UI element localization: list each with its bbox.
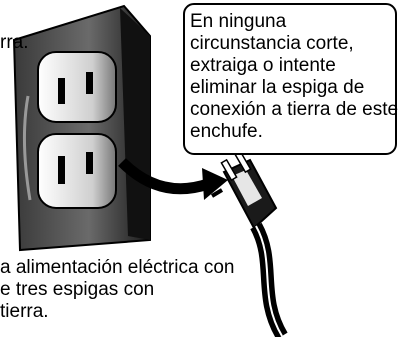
callout-line-1: En ninguna (190, 11, 287, 32)
bottom-caption-line-3: tierra. (0, 301, 49, 322)
three-prong-plug-icon (210, 150, 288, 337)
callout-line-2: circunstancia corte, (190, 33, 354, 54)
callout-line-6: enchufe. (190, 121, 263, 142)
callout-line-3: extraiga o intente (190, 55, 336, 76)
callout-line-4: eliminar la espiga de (190, 77, 365, 98)
bottom-caption: a alimentación eléctrica con e tres espi… (0, 257, 290, 323)
warning-callout-box (183, 3, 397, 155)
warning-callout-text: En ninguna circunstancia corte, extraiga… (190, 11, 400, 143)
bottom-caption-line-2: e tres espigas con (0, 279, 155, 300)
curved-arrow-icon (118, 158, 228, 200)
callout-line-5: conexión a tierra de este (190, 99, 399, 120)
bottom-caption-line-1: a alimentación eléctrica con (0, 257, 235, 278)
wall-outlet-icon (12, 4, 151, 252)
top-left-caption-fragment: rra. (0, 32, 29, 53)
